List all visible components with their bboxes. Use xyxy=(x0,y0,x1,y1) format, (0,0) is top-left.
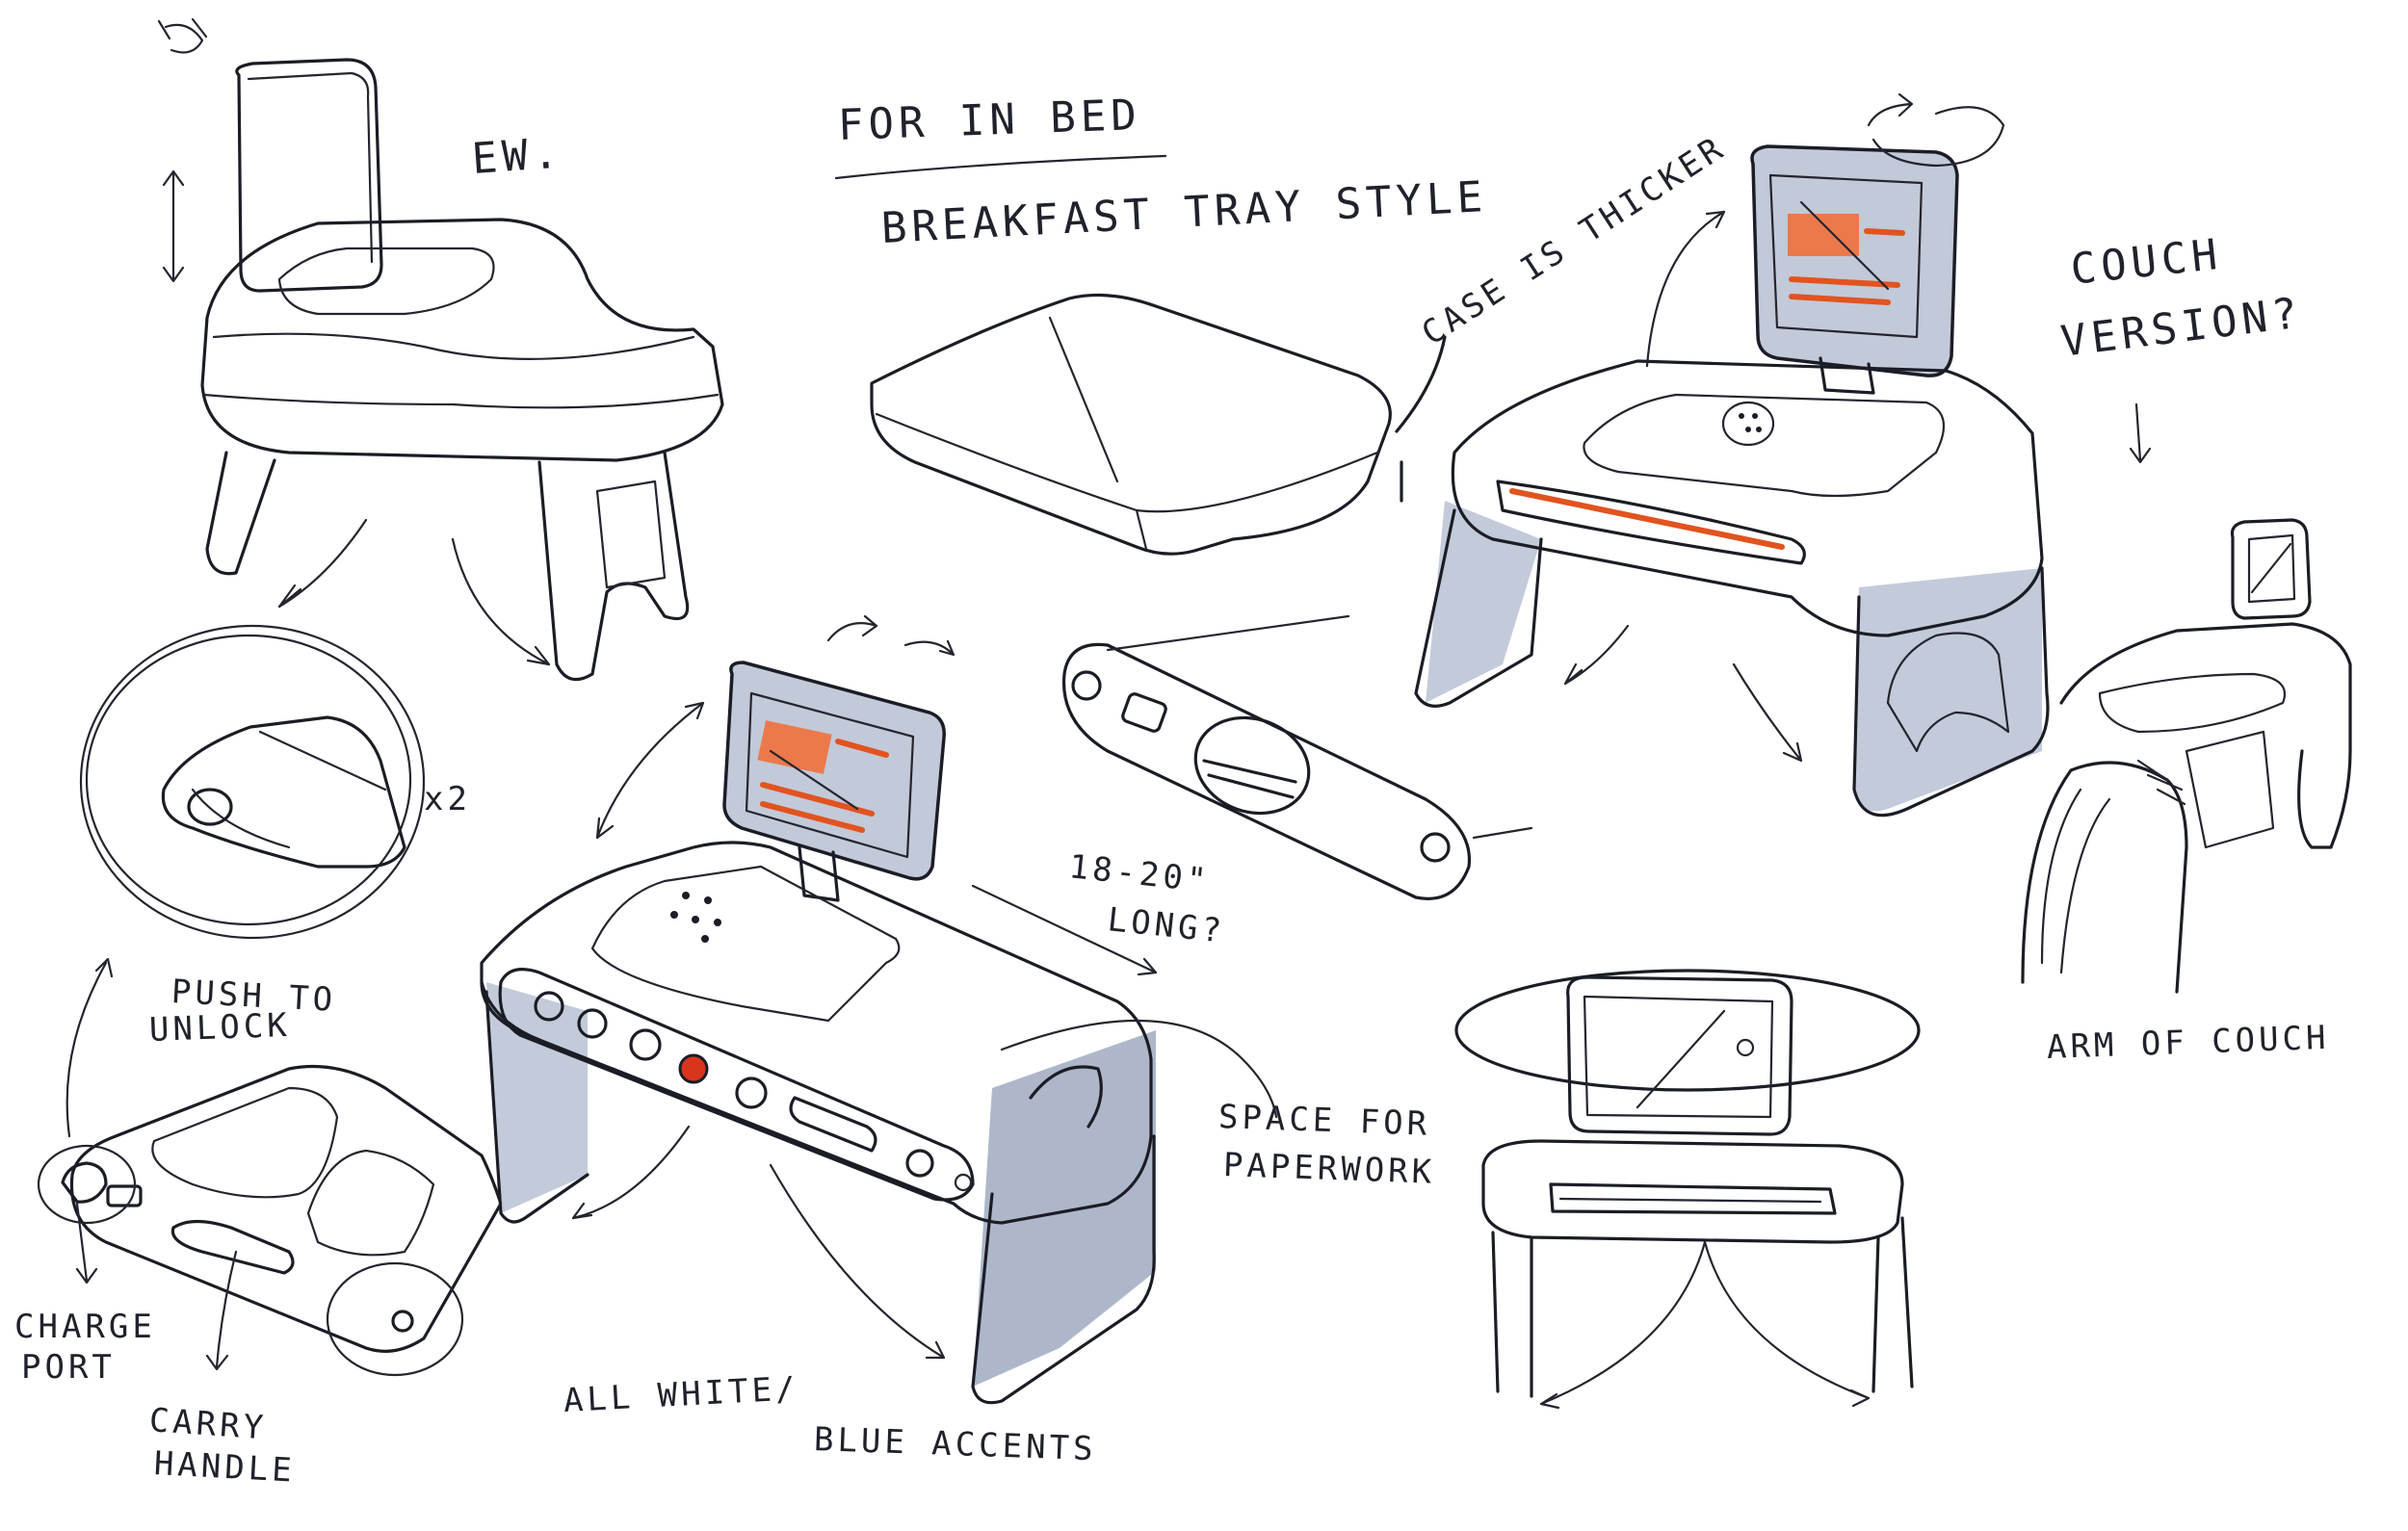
sketch-main-desk xyxy=(480,614,1278,1405)
sketch-handle-detail xyxy=(1061,614,1533,900)
note-space-for: SPACE FOR xyxy=(1217,1098,1431,1144)
note-ew: EW. xyxy=(470,128,565,184)
sketch-base-unit xyxy=(37,957,503,1377)
title-underline xyxy=(834,154,1167,180)
note-paperwork: PAPERWORK xyxy=(1222,1146,1436,1192)
sketch-front-view xyxy=(1454,969,1921,1410)
note-x2: x2 xyxy=(424,780,471,818)
sketch-couch-version xyxy=(2021,402,2352,994)
note-handle: HANDLE xyxy=(152,1444,297,1491)
sketch-tray-lid-open xyxy=(157,17,724,682)
note-carry: CARRY xyxy=(147,1401,269,1448)
sketch-detail-circle xyxy=(79,624,426,940)
note-port: PORT xyxy=(21,1348,116,1387)
note-unlock: UNLOCK xyxy=(148,1005,292,1050)
sketch-tray-screen xyxy=(1414,92,2050,817)
note-charge: CHARGE xyxy=(14,1308,156,1346)
sketch-tray-closed xyxy=(870,293,1447,556)
